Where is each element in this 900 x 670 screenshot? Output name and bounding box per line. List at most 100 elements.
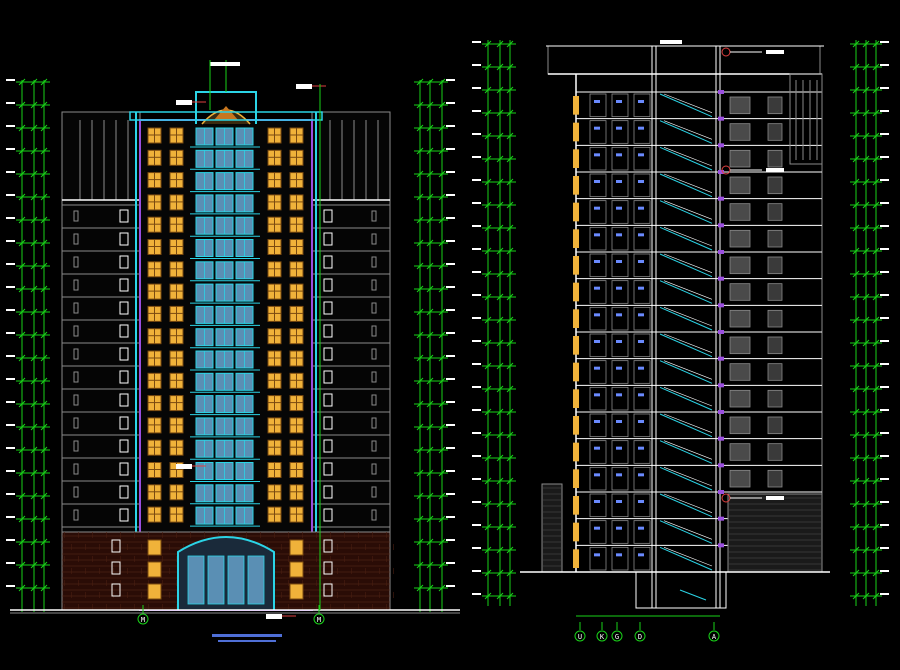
dimension-slash bbox=[862, 293, 870, 301]
side-window bbox=[323, 439, 333, 453]
level-text-mark bbox=[6, 286, 15, 288]
room-label-mark bbox=[638, 153, 644, 157]
dimension-slash bbox=[852, 339, 860, 347]
podium-brick bbox=[727, 493, 823, 573]
dimension-slash bbox=[416, 216, 424, 224]
dimension-slash bbox=[484, 385, 492, 393]
level-text-mark bbox=[880, 248, 889, 250]
dimension-slash bbox=[484, 523, 492, 531]
room-cell bbox=[611, 226, 629, 251]
dimension-slash bbox=[484, 63, 492, 71]
section-window-strip bbox=[573, 202, 579, 222]
axis-bubble bbox=[634, 630, 646, 642]
side-slot bbox=[73, 325, 79, 337]
dimension-slash bbox=[416, 538, 424, 546]
dimension-slash bbox=[506, 270, 514, 278]
level-text-mark bbox=[472, 133, 481, 135]
room-label-mark bbox=[638, 340, 644, 343]
level-text-mark bbox=[446, 332, 455, 334]
dimension-slash bbox=[484, 477, 492, 485]
stair-flight-edge bbox=[663, 360, 713, 380]
level-text-mark bbox=[446, 79, 455, 81]
level-text-mark bbox=[472, 64, 481, 66]
level-text-mark bbox=[446, 539, 455, 541]
dimension-slash bbox=[438, 492, 446, 500]
axis-bubble bbox=[574, 630, 586, 642]
level-text-mark bbox=[472, 593, 481, 595]
section-window-strip bbox=[573, 282, 579, 302]
dimension-slash bbox=[496, 569, 504, 577]
dimension-slash bbox=[426, 469, 434, 477]
level-text-mark bbox=[472, 156, 481, 158]
side-slot bbox=[371, 371, 377, 383]
dimension-slash bbox=[862, 569, 870, 577]
leader-note-mark bbox=[766, 496, 784, 500]
room-label-mark bbox=[594, 126, 600, 130]
slab-node bbox=[718, 490, 724, 494]
dimension-slash bbox=[484, 454, 492, 462]
dimension-slash bbox=[30, 492, 38, 500]
level-text-mark bbox=[446, 194, 455, 196]
dimension-slash bbox=[506, 408, 514, 416]
room-cell bbox=[611, 253, 629, 278]
dimension-slash bbox=[496, 155, 504, 163]
dimension-slash bbox=[426, 239, 434, 247]
dimension-slash bbox=[862, 247, 870, 255]
slab-node bbox=[718, 356, 724, 361]
side-window bbox=[119, 347, 129, 361]
slab-node bbox=[718, 196, 724, 201]
side-window bbox=[323, 232, 333, 246]
dimension-slash bbox=[30, 78, 38, 86]
dimension-slash bbox=[416, 469, 424, 477]
dimension-slash bbox=[862, 270, 870, 278]
slab-node bbox=[718, 543, 724, 548]
room-label-mark bbox=[638, 126, 644, 130]
level-text-mark bbox=[446, 125, 455, 127]
axis-label: M bbox=[141, 616, 145, 624]
level-text-mark bbox=[446, 424, 455, 426]
balcony-block bbox=[767, 389, 783, 408]
dimension-slash bbox=[484, 316, 492, 324]
entrance-window bbox=[187, 555, 205, 605]
level-text-mark bbox=[6, 539, 15, 541]
room-label-mark bbox=[616, 393, 622, 397]
side-slot bbox=[73, 440, 79, 452]
level-text-mark bbox=[446, 378, 455, 380]
side-window bbox=[323, 508, 333, 522]
side-window bbox=[119, 232, 129, 246]
side-window bbox=[323, 209, 333, 223]
dimension-slash bbox=[506, 477, 514, 485]
room-cell bbox=[589, 306, 607, 331]
stair-flight-edge bbox=[663, 173, 713, 193]
level-text-mark bbox=[472, 225, 481, 227]
dimension-slash bbox=[484, 270, 492, 278]
dimension-slash bbox=[18, 469, 26, 477]
balcony-block bbox=[729, 363, 751, 381]
level-text-mark bbox=[6, 447, 15, 449]
side-window bbox=[119, 508, 129, 522]
room-cell bbox=[589, 546, 607, 571]
dimension-slash bbox=[18, 492, 26, 500]
dimension-slash bbox=[426, 561, 434, 569]
level-text-mark bbox=[880, 133, 889, 135]
balcony-block bbox=[729, 309, 751, 328]
dimension-slash bbox=[426, 377, 434, 385]
room-cell bbox=[611, 146, 629, 171]
dimension-slash bbox=[506, 592, 514, 600]
dimension-slash bbox=[506, 40, 514, 48]
dimension-slash bbox=[506, 63, 514, 71]
axis-bubble bbox=[137, 613, 149, 625]
dimension-slash bbox=[30, 193, 38, 201]
yellow-window bbox=[147, 583, 162, 600]
dimension-slash bbox=[40, 124, 48, 132]
stair-flight-edge bbox=[663, 440, 713, 460]
side-slot bbox=[371, 509, 377, 521]
axis-label: K bbox=[600, 633, 605, 641]
dimension-slash bbox=[862, 132, 870, 140]
title-bar bbox=[212, 634, 282, 637]
level-text-mark bbox=[880, 478, 889, 480]
dimension-slash bbox=[484, 500, 492, 508]
room-label-mark bbox=[638, 366, 644, 370]
side-window bbox=[323, 485, 333, 499]
